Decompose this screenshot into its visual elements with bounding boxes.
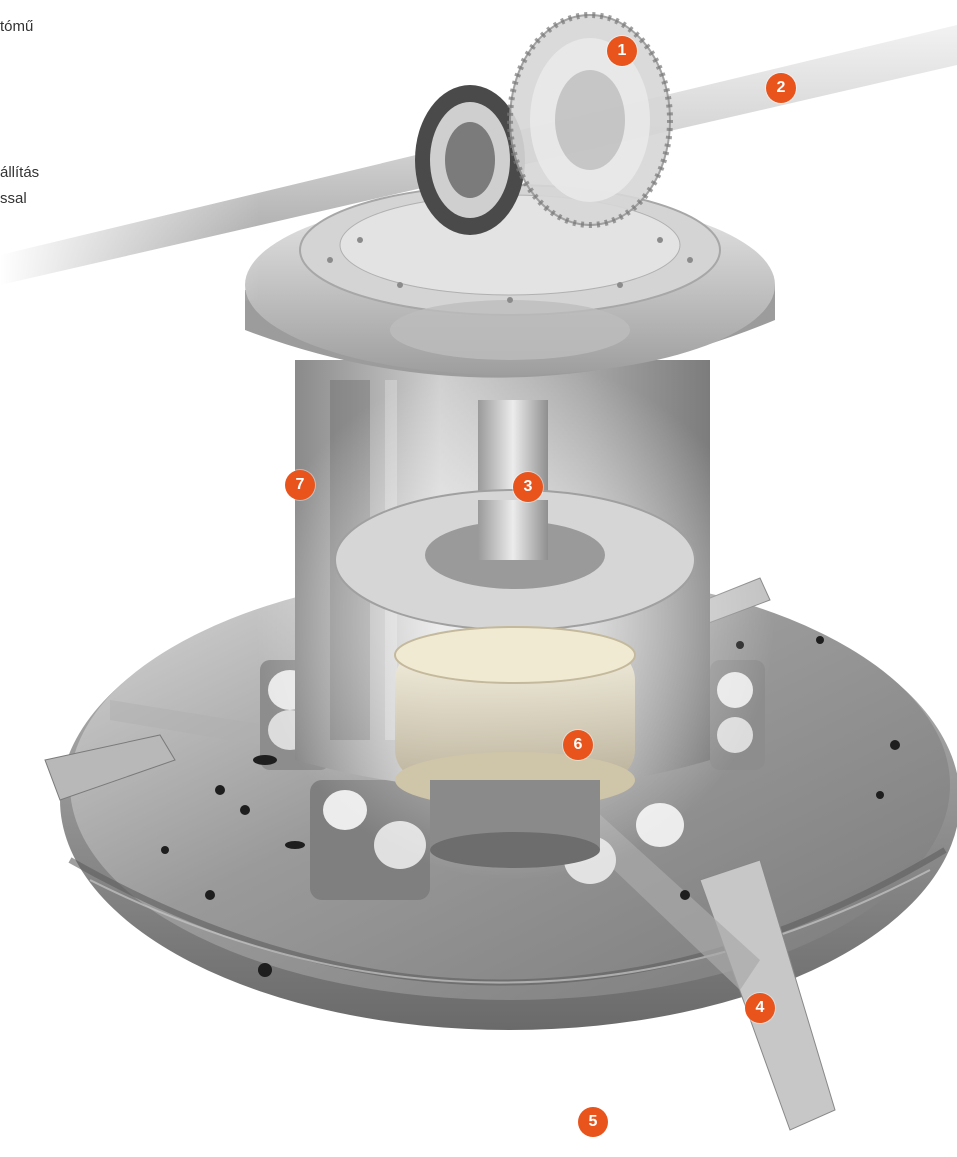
callout-marker-6[interactable]: 6 — [563, 730, 593, 760]
callout-marker-1[interactable]: 1 — [607, 36, 637, 66]
callout-marker-7[interactable]: 7 — [285, 470, 315, 500]
lower-bearing — [394, 626, 636, 868]
disc-holes — [161, 636, 900, 977]
callout-marker-4[interactable]: 4 — [745, 993, 775, 1023]
callout-marker-3[interactable]: 3 — [513, 472, 543, 502]
side-text-line-1: tómű — [0, 18, 34, 35]
callout-marker-2[interactable]: 2 — [766, 73, 796, 103]
bevel-gear — [415, 12, 673, 235]
callout-marker-5[interactable]: 5 — [578, 1107, 608, 1137]
housing-lid — [245, 184, 775, 378]
ring-washer — [334, 489, 696, 631]
side-text-line-2: állítás — [0, 164, 40, 181]
lid-bolts — [327, 237, 693, 303]
side-text-line-3: ssal — [0, 190, 27, 207]
